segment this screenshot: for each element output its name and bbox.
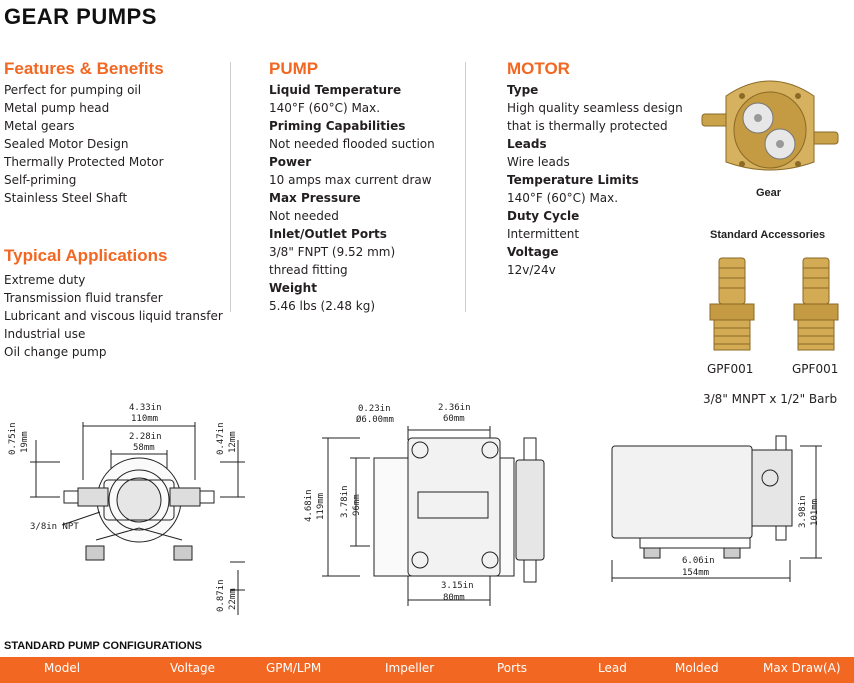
accessory-label: GPF001	[792, 362, 839, 376]
accessories-heading: Standard Accessories	[710, 229, 826, 241]
column-header-max-draw: Max Draw(A)	[763, 661, 841, 675]
dim-label: 4.33in	[129, 403, 162, 413]
pump-spec-label: Liquid Temperature	[269, 83, 402, 97]
pump-spec-label: Weight	[269, 281, 317, 295]
motor-spec-label: Voltage	[507, 245, 559, 259]
column-header-molded: Molded	[675, 661, 719, 675]
pump-spec-value: 140°F (60°C) Max.	[269, 101, 381, 115]
pump-spec-value: Not needed	[269, 209, 339, 223]
pump-spec-value: 3/8" FNPT (9.52 mm)	[269, 245, 396, 259]
pump-spec-label: Priming Capabilities	[269, 119, 406, 133]
pump-spec-value: 5.46 lbs (2.48 kg)	[269, 299, 376, 313]
dim-label: 80mm	[443, 593, 465, 603]
features-item: Sealed Motor Design	[4, 137, 129, 151]
accessory-label: GPF001	[707, 362, 754, 376]
motor-spec-label: Leads	[507, 137, 547, 151]
dim-label: 0.87in	[216, 579, 226, 612]
side-view-drawing	[611, 435, 822, 582]
applications-list: Extreme duty Transmission fluid transfer…	[4, 271, 223, 361]
motor-spec-label: Temperature Limits	[507, 173, 639, 187]
dim-label: 154mm	[682, 568, 710, 578]
dim-label: 3.78in	[340, 485, 350, 518]
dim-label: 96mm	[352, 494, 362, 516]
motor-spec-value: that is thermally protected	[507, 119, 668, 133]
column-divider	[230, 62, 231, 312]
dim-label: 110mm	[131, 414, 159, 424]
config-table-title: STANDARD PUMP CONFIGURATIONS	[4, 640, 202, 652]
dim-label: 12mm	[228, 431, 238, 453]
features-list: Perfect for pumping oil Metal pump head …	[4, 81, 164, 207]
pump-spec-value: 10 amps max current draw	[269, 173, 432, 187]
pump-spec-label: Power	[269, 155, 312, 169]
top-view-drawing	[322, 426, 545, 606]
dim-label: Ø6.00mm	[356, 415, 394, 425]
pump-spec-label: Max Pressure	[269, 191, 361, 205]
features-item: Metal gears	[4, 119, 75, 133]
accessories-note: 3/8" MNPT x 1/2" Barb	[703, 392, 838, 406]
column-header-ports: Ports	[497, 661, 528, 675]
config-table-header: Model Voltage GPM/LPM Impeller Ports Lea…	[0, 657, 854, 683]
column-header-lead: Lead	[598, 661, 627, 675]
motor-spec-label: Duty Cycle	[507, 209, 580, 223]
page-title: GEAR PUMPS	[4, 4, 157, 29]
applications-item: Industrial use	[4, 327, 86, 341]
port-label: 3/8in NPT	[30, 522, 79, 532]
motor-specs: Type High quality seamless design that i…	[507, 81, 683, 279]
dim-label: 22mm	[228, 588, 238, 610]
applications-item: Transmission fluid transfer	[4, 291, 163, 305]
column-header-voltage: Voltage	[170, 661, 216, 675]
motor-spec-value: 12v/24v	[507, 263, 556, 277]
pump-specs: Liquid Temperature 140°F (60°C) Max. Pri…	[269, 81, 435, 315]
motor-spec-value: Intermittent	[507, 227, 580, 241]
applications-item: Oil change pump	[4, 345, 107, 359]
dim-label: 0.47in	[216, 422, 226, 455]
features-item: Self-priming	[4, 173, 77, 187]
dim-label: 101mm	[810, 498, 820, 526]
gear-caption: Gear	[756, 187, 782, 199]
dim-label: 58mm	[133, 443, 155, 453]
dim-label: 2.36in	[438, 403, 471, 413]
column-header-impeller: Impeller	[385, 661, 435, 675]
pump-spec-value: Not needed flooded suction	[269, 137, 435, 151]
features-item: Perfect for pumping oil	[4, 83, 142, 97]
motor-heading: MOTOR	[507, 59, 570, 78]
dim-label: 6.06in	[682, 556, 715, 566]
column-divider	[465, 62, 466, 312]
dim-label: 3.15in	[441, 581, 474, 591]
dim-label: 4.68in	[304, 489, 314, 522]
pump-spec-label: Inlet/Outlet Ports	[269, 227, 387, 241]
features-item: Thermally Protected Motor	[4, 155, 164, 169]
front-view-drawing	[30, 422, 245, 615]
column-header-gpm: GPM/LPM	[266, 661, 322, 675]
dim-label: 0.23in	[358, 404, 391, 414]
applications-item: Lubricant and viscous liquid transfer	[4, 309, 223, 323]
barb-fitting-image	[793, 257, 839, 351]
applications-heading: Typical Applications	[4, 246, 168, 265]
motor-spec-value: High quality seamless design	[507, 101, 683, 115]
dim-label: 19mm	[20, 431, 30, 453]
features-item: Metal pump head	[4, 101, 110, 115]
dim-label: 3.98in	[798, 495, 808, 528]
features-heading: Features & Benefits	[4, 59, 164, 78]
dim-label: 2.28in	[129, 432, 162, 442]
motor-spec-value: 140°F (60°C) Max.	[507, 191, 619, 205]
dim-label: 60mm	[443, 414, 465, 424]
applications-item: Extreme duty	[4, 273, 86, 287]
barb-fitting-image	[709, 257, 755, 351]
column-header-model: Model	[44, 661, 81, 675]
motor-spec-label: Type	[507, 83, 539, 97]
gear-pump-head-image	[701, 80, 839, 171]
features-item: Stainless Steel Shaft	[4, 191, 128, 205]
dim-label: 0.75in	[8, 422, 18, 455]
pump-heading: PUMP	[269, 59, 319, 78]
motor-spec-value: Wire leads	[507, 155, 570, 169]
dim-label: 119mm	[316, 492, 326, 520]
pump-spec-value: thread fitting	[269, 263, 348, 277]
